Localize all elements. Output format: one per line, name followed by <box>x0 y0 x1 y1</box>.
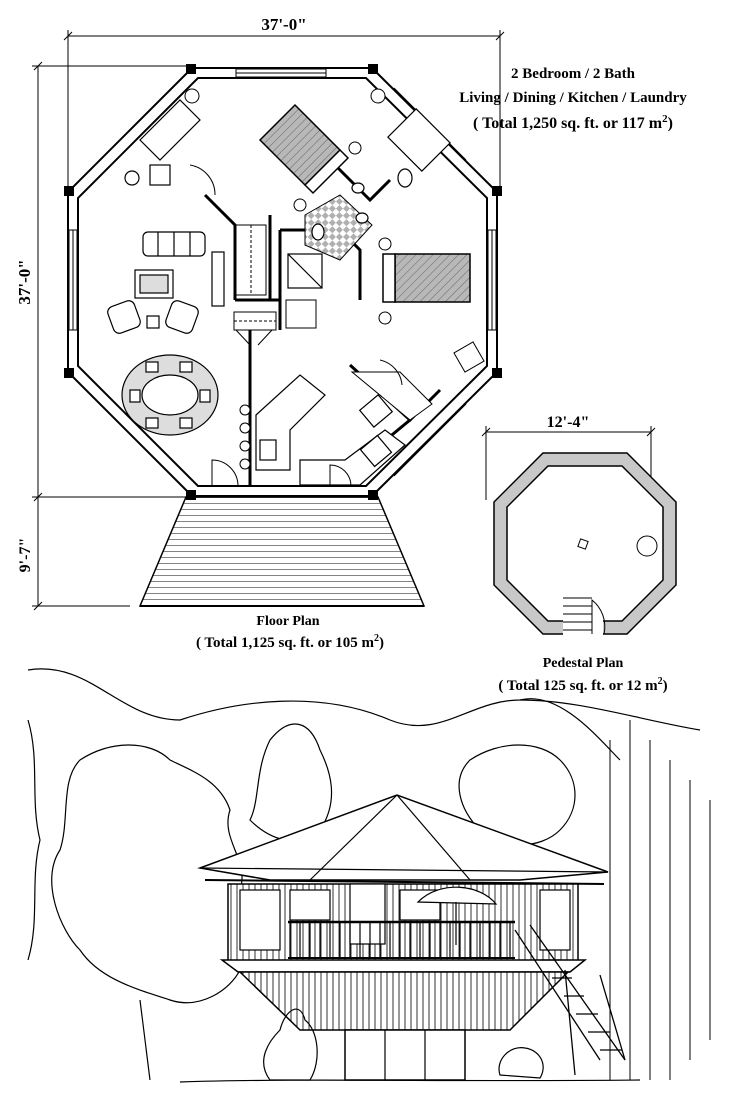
rooms-line-1: 2 Bedroom / 2 Bath <box>511 66 636 82</box>
fridge-icon <box>358 394 394 428</box>
roof <box>197 794 609 881</box>
deck-dimension-label: 9'-7" <box>17 538 34 573</box>
center-post-icon <box>577 538 589 550</box>
sink-icon <box>351 182 365 194</box>
depth-dimension-label: 37'-0" <box>15 259 34 304</box>
patio-umbrella-icon <box>416 886 498 945</box>
bar-stools <box>239 404 251 470</box>
nightstand-lamp-icon <box>293 198 307 212</box>
nightstand-lamp-icon <box>348 141 362 155</box>
summary-total-area: ( Total 1,250 sq. ft. or 117 m2) <box>473 113 673 132</box>
floor-plan-title: Floor Plan <box>256 614 319 629</box>
bed-2 <box>394 253 471 303</box>
sink-icon <box>355 212 369 224</box>
bedroom-1 <box>184 88 386 212</box>
door-swings <box>189 164 403 487</box>
plant-icon <box>370 88 386 104</box>
pedestal-door-opening <box>563 618 603 636</box>
toilet-icon <box>311 223 325 241</box>
side-table-icon <box>146 315 160 329</box>
shrub-icon <box>263 1008 318 1081</box>
hill-outline <box>519 699 701 731</box>
pedestal-plan: 12'-4" Pedestal Plan ( Total 125 sq. ft.… <box>481 414 677 694</box>
deck-railing <box>288 920 515 959</box>
tree-right-icon <box>458 744 576 846</box>
floor-plan-total-area: ( Total 1,125 sq. ft. or 105 m2) <box>196 633 384 651</box>
elevation-rendering <box>27 668 711 1083</box>
tree-left-icon <box>51 744 244 1004</box>
pedestal-width-label: 12'-4" <box>547 414 590 431</box>
bathtub <box>387 108 451 172</box>
plant-icon <box>184 88 200 104</box>
conifer-icon <box>609 720 711 1080</box>
width-dimension-line <box>63 30 505 192</box>
ground-line <box>179 1079 641 1083</box>
living-room <box>107 231 225 334</box>
armchair-icon <box>107 300 141 334</box>
kitchen <box>255 374 406 486</box>
pedestal-plan-total-area: ( Total 125 sq. ft. or 12 m2) <box>498 676 667 694</box>
depth-dimension-line <box>32 61 190 611</box>
water-heater-icon <box>636 535 658 557</box>
floor-plan: 37'-0" 37'-0" 9'-7" <box>15 15 505 651</box>
shrub-icon <box>498 1047 544 1079</box>
sink-icon <box>259 439 277 461</box>
bath-1 <box>287 108 451 289</box>
rooms-line-2: Living / Dining / Kitchen / Laundry <box>459 90 687 106</box>
plan-summary: 2 Bedroom / 2 Bath Living / Dining / Kit… <box>459 66 687 132</box>
bath-tile-floor <box>304 194 373 261</box>
pedestal-stair <box>563 597 606 635</box>
pedestal-underside <box>238 971 570 1031</box>
floor-deck-band <box>219 959 588 973</box>
closets <box>233 224 433 421</box>
pedestal-base <box>344 1029 466 1081</box>
armchair-icon <box>453 341 485 373</box>
front-door <box>349 883 386 945</box>
pedestal-plan-title: Pedestal Plan <box>543 656 624 671</box>
exterior-stairs <box>514 924 626 1076</box>
deck <box>138 496 426 607</box>
toilet-icon <box>397 168 413 188</box>
stove-icon <box>359 434 393 468</box>
office-nook <box>124 99 201 186</box>
desk-chair-icon <box>124 170 140 186</box>
dining-area <box>121 354 219 436</box>
dining-table-icon <box>141 374 199 416</box>
armchair-icon <box>165 300 199 334</box>
width-dimension-label: 37'-0" <box>261 15 306 34</box>
bedroom-2 <box>378 237 485 373</box>
tv-stand-icon <box>211 251 225 307</box>
elevation-windows <box>239 883 571 951</box>
